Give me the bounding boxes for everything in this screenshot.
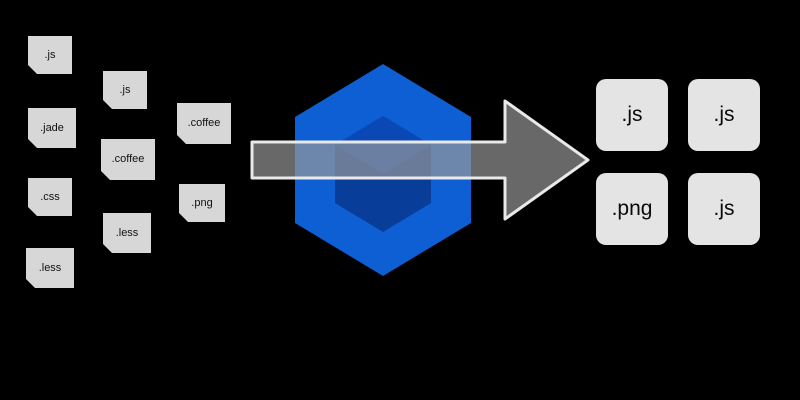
- output-asset-label: .js: [713, 103, 735, 126]
- module-box: .js: [28, 36, 72, 74]
- module-label: .jade: [40, 121, 64, 134]
- output-asset-label: .js: [713, 197, 735, 220]
- module-label: .png: [191, 196, 213, 209]
- module-label: .js: [119, 83, 131, 96]
- module-label: .js: [44, 48, 56, 61]
- output-asset-box: .js: [688, 173, 760, 245]
- output-asset-label: .png: [611, 197, 653, 220]
- module-box: .jade: [28, 108, 76, 148]
- webpack-cube-icon: [295, 64, 471, 276]
- module-box: .coffee: [101, 139, 155, 180]
- output-asset-box: .png: [596, 173, 668, 245]
- output-asset-label: .js: [621, 103, 643, 126]
- module-box: .png: [179, 184, 225, 222]
- module-box: .css: [28, 178, 72, 216]
- output-asset-box: .js: [688, 79, 760, 151]
- module-label: .css: [40, 190, 60, 203]
- module-label: .coffee: [111, 153, 145, 165]
- module-box: .js: [103, 71, 147, 109]
- module-label: .coffee: [187, 117, 221, 129]
- module-box: .less: [26, 248, 74, 288]
- output-asset-box: .js: [596, 79, 668, 151]
- module-label: .less: [38, 261, 62, 274]
- module-box: .coffee: [177, 103, 231, 144]
- module-label: .less: [115, 226, 139, 239]
- module-box: .less: [103, 213, 151, 253]
